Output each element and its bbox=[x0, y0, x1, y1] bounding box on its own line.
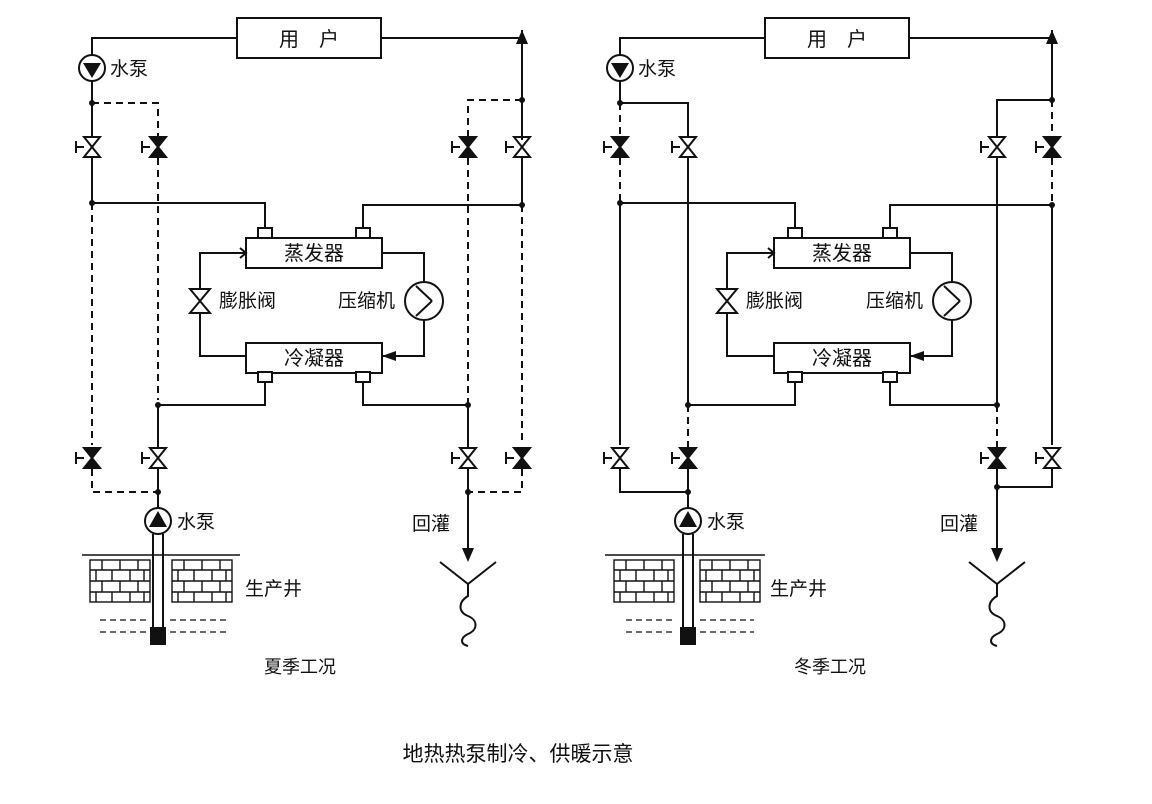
reinjection-well-icon bbox=[968, 561, 1026, 647]
open-valve-icon bbox=[141, 447, 167, 469]
compressor-label: 压缩机 bbox=[338, 290, 395, 312]
summer-caption: 夏季工况 bbox=[264, 657, 336, 677]
closed-valve-icon bbox=[1035, 136, 1061, 158]
closed-valve-icon bbox=[75, 447, 101, 469]
closed-valve-icon bbox=[505, 447, 531, 469]
open-valve-icon bbox=[671, 136, 697, 158]
pump-icon bbox=[606, 54, 634, 82]
top-pump-label: 水泵 bbox=[638, 58, 676, 80]
open-valve-icon bbox=[1035, 447, 1061, 469]
pump-icon bbox=[78, 54, 106, 82]
compressor-icon bbox=[932, 281, 972, 321]
open-valve-icon bbox=[980, 136, 1006, 158]
closed-valve-icon bbox=[141, 136, 167, 158]
reinjection-label: 回灌 bbox=[940, 513, 978, 535]
open-valve-icon bbox=[451, 447, 477, 469]
closed-valve-icon bbox=[671, 447, 697, 469]
production-well-icon bbox=[605, 534, 765, 645]
compressor-icon bbox=[404, 281, 444, 321]
summer-panel: 用 户 水泵 蒸发器 bbox=[75, 17, 531, 677]
pump-icon bbox=[674, 507, 702, 535]
expansion-valve-label: 膨胀阀 bbox=[219, 290, 276, 312]
bottom-pump-label: 水泵 bbox=[707, 511, 745, 533]
expansion-valve-icon bbox=[189, 288, 211, 314]
bottom-pump-label: 水泵 bbox=[177, 511, 215, 533]
expansion-valve-icon bbox=[716, 288, 738, 314]
user-label: 用 户 bbox=[807, 28, 867, 51]
closed-valve-icon bbox=[980, 447, 1006, 469]
open-valve-icon bbox=[505, 136, 531, 158]
condenser-box bbox=[773, 342, 911, 374]
condenser-box bbox=[245, 342, 383, 374]
production-well-label: 生产井 bbox=[770, 578, 827, 600]
winter-panel: 用 户 水泵 蒸发器 bbox=[603, 17, 1061, 677]
flow-arrow-icon bbox=[1046, 30, 1058, 44]
open-valve-icon bbox=[75, 136, 101, 158]
production-well-label: 生产井 bbox=[245, 578, 302, 600]
pump-icon bbox=[144, 507, 172, 535]
user-label: 用 户 bbox=[279, 28, 339, 51]
open-valve-icon bbox=[603, 447, 629, 469]
closed-valve-icon bbox=[603, 136, 629, 158]
condenser-label: 冷凝器 bbox=[284, 347, 344, 370]
flow-arrow-icon bbox=[516, 30, 528, 44]
user-box bbox=[764, 17, 910, 59]
top-pump-label: 水泵 bbox=[110, 58, 148, 80]
winter-caption: 冬季工况 bbox=[794, 657, 866, 677]
reinjection-well-icon bbox=[439, 561, 497, 647]
condenser-label: 冷凝器 bbox=[812, 347, 872, 370]
evaporator-label: 蒸发器 bbox=[812, 242, 872, 265]
expansion-valve-label: 膨胀阀 bbox=[746, 290, 803, 312]
closed-valve-icon bbox=[451, 136, 477, 158]
evaporator-label: 蒸发器 bbox=[284, 242, 344, 265]
compressor-label: 压缩机 bbox=[866, 290, 923, 312]
figure-title: 地热热泵制冷、供暖示意 bbox=[403, 743, 634, 766]
production-well-icon bbox=[82, 534, 240, 645]
reinjection-label: 回灌 bbox=[412, 513, 450, 535]
